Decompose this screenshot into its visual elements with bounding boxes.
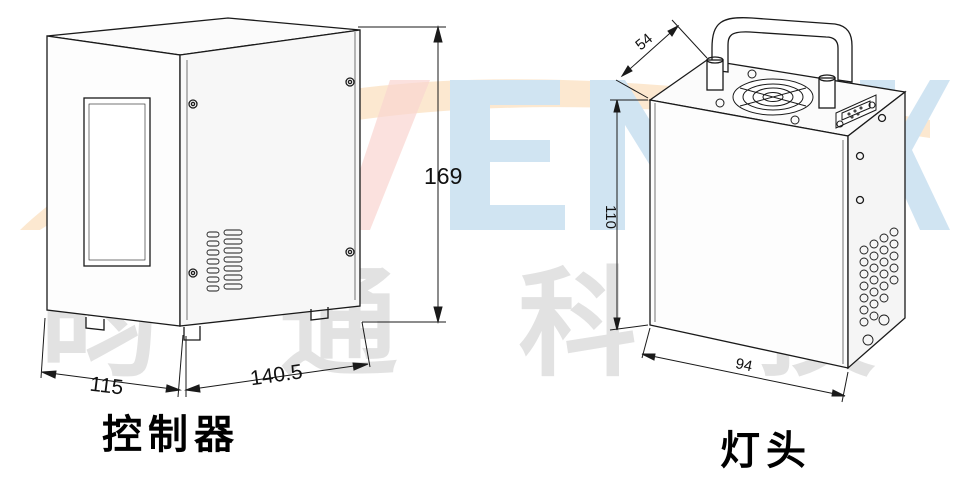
connector-icon bbox=[835, 94, 877, 129]
controller-vent-slots bbox=[206, 229, 243, 292]
lamp-head-width-dimension: 94 bbox=[734, 355, 754, 375]
controller-foot bbox=[310, 307, 329, 321]
controller-height-dimension: 169 bbox=[424, 163, 462, 189]
controller-dimension-lines bbox=[40, 25, 446, 398]
controller-display-window bbox=[83, 97, 151, 267]
lamp-head-depth-dimension: 54 bbox=[632, 30, 656, 54]
lamp-head-caption: 灯头 bbox=[720, 428, 812, 474]
controller-foot bbox=[85, 317, 105, 331]
controller-caption: 控制器 bbox=[102, 412, 240, 458]
lamp-head-vent-holes bbox=[859, 227, 899, 346]
fan-grille-icon bbox=[715, 69, 814, 125]
lamp-head-handle bbox=[711, 16, 853, 83]
lamp-head-dimension-lines bbox=[609, 19, 849, 403]
lamp-head-height-dimension: 110 bbox=[602, 205, 619, 229]
controller-foot bbox=[183, 326, 201, 341]
lamp-head-drawing bbox=[648, 16, 907, 370]
controller-width-dimension: 115 bbox=[89, 373, 125, 400]
controller-drawing bbox=[46, 17, 361, 341]
